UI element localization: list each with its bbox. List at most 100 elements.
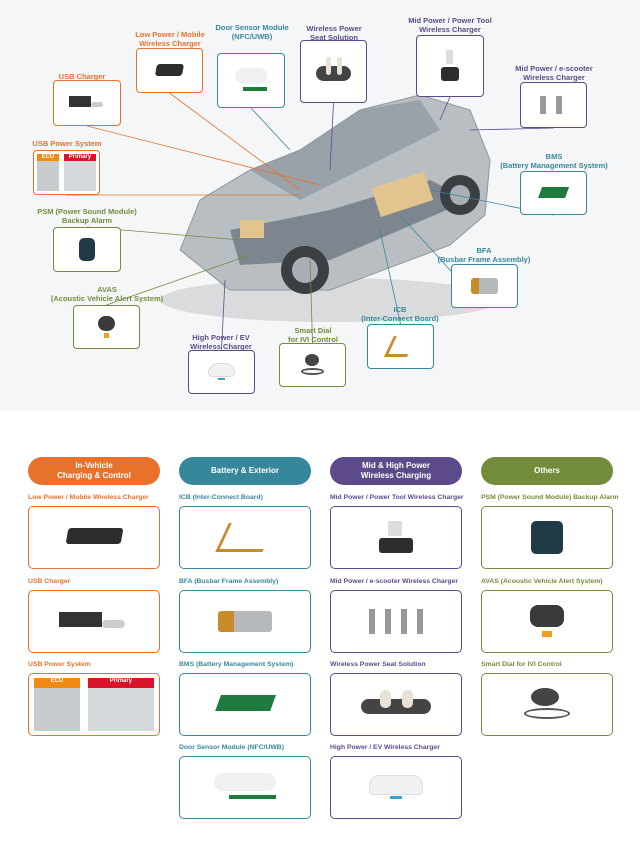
- product-card-door-sensor[interactable]: [179, 756, 311, 819]
- pcb-icon: [206, 686, 284, 723]
- callout-label: PSM (Power Sound Module) Backup Alarm: [37, 207, 137, 226]
- pcb-icon: [534, 180, 573, 205]
- power-tool-icon: [430, 48, 470, 84]
- icon-part: [58, 612, 102, 627]
- callout-wireless-pad[interactable]: [136, 48, 203, 93]
- callout-label: Mid Power / Power Tool Wireless Charger: [408, 16, 492, 35]
- secondary-modules: [63, 160, 97, 191]
- product-card-speaker[interactable]: [481, 590, 613, 653]
- product-label: BFA (Busbar Frame Assembly): [179, 578, 279, 585]
- callout-dial[interactable]: [279, 343, 346, 387]
- icon-part: [235, 67, 267, 84]
- product-card-wireless-pad[interactable]: [28, 506, 160, 569]
- product-card-dial[interactable]: [481, 673, 613, 736]
- product-card-flex[interactable]: [179, 506, 311, 569]
- icon-part: [218, 377, 225, 381]
- product-label: ICB (Inter-Connect Board): [179, 494, 263, 501]
- product-card-seat[interactable]: [330, 673, 462, 736]
- icon-part: [97, 315, 116, 331]
- product-label: USB Power System: [28, 661, 91, 668]
- leader-line: [329, 102, 334, 171]
- icon-part: [217, 610, 273, 633]
- scooter-icon: [357, 603, 435, 640]
- usb-icon: [67, 90, 107, 116]
- callout-label: AVAS (Acoustic Vehicle Alert System): [50, 285, 164, 304]
- callout-speaker[interactable]: [73, 305, 140, 349]
- icon-part: [300, 367, 325, 376]
- icon-part: [531, 688, 560, 707]
- product-label: High Power / EV Wireless Charger: [330, 744, 440, 751]
- product-label: Smart Dial for IVI Control: [481, 661, 562, 668]
- callout-busbar[interactable]: [451, 264, 518, 308]
- leader-line: [379, 229, 401, 325]
- icon-part: [229, 794, 277, 800]
- callout-label: USB Charger: [58, 72, 106, 81]
- callout-usb[interactable]: [53, 80, 121, 126]
- callout-seat[interactable]: [300, 40, 367, 103]
- icon-part: [368, 774, 424, 795]
- callout-label: Mid Power / e-scooter Wireless Charger: [515, 64, 593, 83]
- alarm-icon: [67, 237, 107, 263]
- product-card-pcb[interactable]: [179, 673, 311, 736]
- callout-power-tool[interactable]: [416, 35, 484, 97]
- icon-part: [529, 605, 565, 627]
- speaker-icon: [87, 314, 126, 339]
- power-tool-icon: [357, 519, 435, 556]
- car-cutaway-illustration: [66, 92, 554, 351]
- icon-part: [315, 66, 352, 81]
- primary-label: Primary: [88, 678, 154, 688]
- callout-label: Low Power / Mobile Wireless Charger: [135, 30, 205, 49]
- door-sensor-icon: [206, 769, 284, 806]
- icon-part: [360, 699, 432, 714]
- icon-part: [304, 353, 319, 367]
- icon-part: [380, 689, 392, 709]
- dial-icon: [508, 686, 586, 723]
- callout-label: Smart Dial for IVI Control: [288, 326, 338, 345]
- product-card-power-tool[interactable]: [330, 506, 462, 569]
- product-card-busbar[interactable]: [179, 590, 311, 653]
- leader-line: [106, 254, 251, 306]
- alarm-icon: [508, 519, 586, 556]
- callout-pcb[interactable]: [520, 171, 587, 215]
- callout-label: BFA (Busbar Frame Assembly): [437, 246, 531, 265]
- product-card-alarm[interactable]: [481, 506, 613, 569]
- primary-label: Primary: [63, 154, 97, 161]
- icon-part: [531, 521, 563, 554]
- callout-door-sensor[interactable]: [217, 53, 285, 108]
- icon-part: [214, 522, 276, 553]
- callout-alarm[interactable]: [53, 227, 121, 272]
- leader-line: [86, 125, 321, 186]
- door-sensor-icon: [231, 65, 271, 97]
- category-header-charging: In-Vehicle Charging & Control: [28, 457, 160, 485]
- icon-part: [539, 95, 568, 115]
- callout-scooter[interactable]: [520, 82, 587, 128]
- callout-flex[interactable]: [367, 324, 434, 369]
- icon-part: [104, 333, 109, 338]
- leader-line: [221, 279, 226, 351]
- callout-label: Wireless Power Seat Solution: [306, 24, 362, 43]
- icon-part: [207, 363, 236, 378]
- callout-label: ICB (Inter-Connect Board): [361, 305, 439, 324]
- product-card-scooter[interactable]: [330, 590, 462, 653]
- icon-part: [90, 101, 103, 108]
- secondary-modules: [88, 687, 154, 731]
- category-header-wireless: Mid & High Power Wireless Charging: [330, 457, 462, 485]
- icon-part: [542, 630, 552, 638]
- leader-line: [169, 92, 301, 191]
- flex-icon: [206, 519, 284, 556]
- callout-ev[interactable]: [188, 350, 255, 394]
- ecu-label: ECU: [36, 154, 60, 161]
- icon-part: [441, 66, 459, 82]
- product-card-ev[interactable]: [330, 756, 462, 819]
- icon-part: [402, 689, 414, 709]
- product-card-usb[interactable]: [28, 590, 160, 653]
- product-label: USB Charger: [28, 578, 71, 585]
- icon-part: [378, 538, 414, 553]
- scooter-icon: [534, 92, 573, 118]
- ev-icon: [357, 769, 435, 806]
